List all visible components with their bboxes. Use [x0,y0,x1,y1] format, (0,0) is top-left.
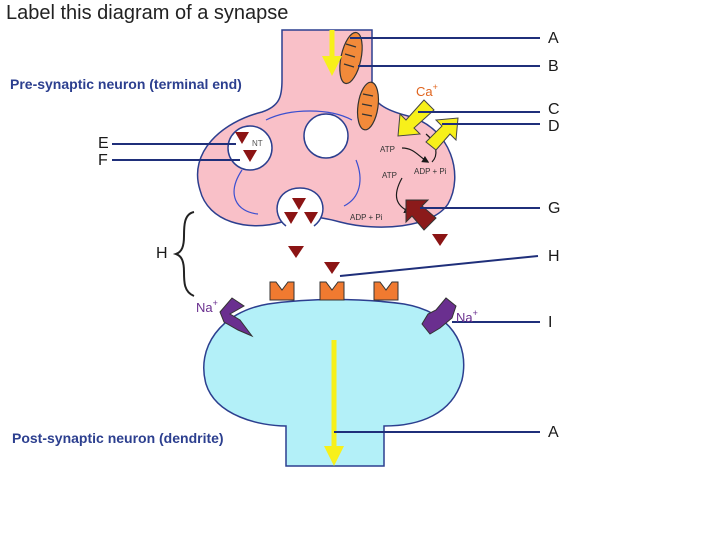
label-a-top: A [548,30,559,47]
synaptic-cleft-brace [172,211,195,297]
presynaptic-region-label: Pre-synaptic neuron (terminal end) [10,76,242,92]
leader-line-h [339,255,539,277]
label-c: C [548,101,560,118]
empty-vesicle [303,113,349,159]
mitochondrion [356,81,380,131]
label-f: F [98,152,108,169]
receptor [319,281,345,301]
label-e: E [98,135,109,152]
nt-triangle [284,212,298,224]
adp-label-1: ADP + Pi [414,167,447,176]
adp-label-2: ADP + Pi [350,213,383,222]
nt-triangle [304,212,318,224]
label-h-left: H [156,245,168,262]
cleft-nt-triangle [324,262,340,274]
vesicle-recycling-curve-right [343,159,361,207]
label-i: I [548,314,553,331]
page-title: Label this diagram of a synapse [6,2,289,24]
nt-triangle [235,132,249,144]
label-b: B [548,58,559,75]
nt-vesicle [227,125,273,171]
label-d: D [548,118,560,135]
atp-cycle-curve-1 [401,147,430,163]
cleft-nt-triangle [288,246,304,258]
vesicle-recycling-curve-left [233,169,259,215]
na-ion-label-left: Na+ [196,298,218,315]
mitochondrion [339,31,363,85]
na-channel-right [421,297,457,335]
atp-label-2: ATP [382,171,397,180]
receptor [269,281,295,301]
nt-triangle [243,150,257,162]
na-channel-left [219,297,254,338]
label-a-bottom: A [548,424,559,441]
ca-ion-label: Ca+ [416,82,438,99]
vesicle-recycling-curve-top [265,110,353,121]
label-h-right: H [548,248,560,265]
nt-triangle [292,198,306,210]
postsynaptic-region-label: Post-synaptic neuron (dendrite) [12,430,224,446]
receptor [373,281,399,301]
cleft-nt-triangle [432,234,448,246]
pump-arrow [405,199,437,231]
na-ion-label-right: Na+ [456,308,478,325]
nt-label: NT [252,139,263,148]
ca-channel-out-arrow [425,117,459,151]
atp-label-1: ATP [380,145,395,154]
label-g: G [548,200,561,217]
